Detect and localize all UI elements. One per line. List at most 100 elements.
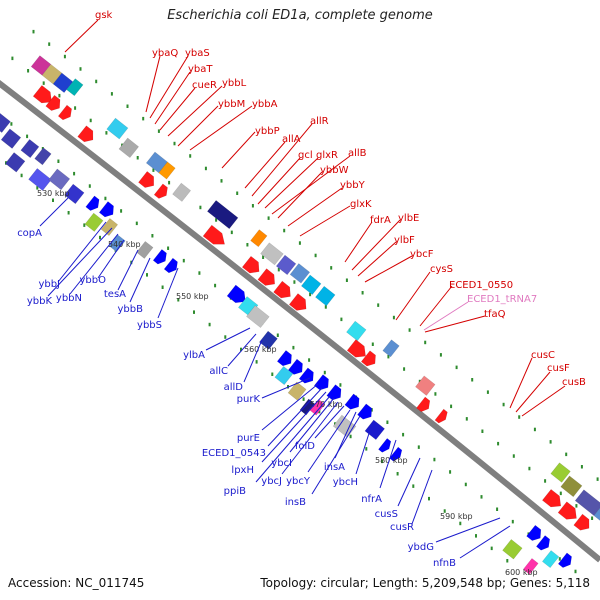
tick-mark xyxy=(417,445,420,449)
gene-arrow xyxy=(288,293,307,311)
tick-mark xyxy=(120,209,123,213)
tick-mark xyxy=(403,367,406,371)
tick-mark xyxy=(408,328,411,332)
gene-label: ylbF xyxy=(394,235,415,246)
tick-mark xyxy=(10,122,13,126)
gene-label: ybbK xyxy=(27,296,53,307)
gene-label: insB xyxy=(285,497,306,508)
gene-block xyxy=(346,320,367,342)
gene-label: ybbJ xyxy=(38,279,60,290)
tick-mark xyxy=(528,466,531,471)
scale-label: 530 kbp xyxy=(37,189,70,198)
scale-label: 590 kbp xyxy=(440,512,473,521)
tick-mark xyxy=(565,452,568,457)
gene-block xyxy=(289,263,311,284)
tick-mark xyxy=(63,54,66,59)
gene-block xyxy=(382,339,400,358)
tick-mark xyxy=(83,223,86,227)
gene-label: ybaS xyxy=(185,48,210,59)
tick-mark xyxy=(512,454,515,458)
gene-arrow xyxy=(98,201,114,218)
tick-mark xyxy=(292,345,295,350)
tick-mark xyxy=(74,106,77,110)
tick-mark xyxy=(99,235,101,240)
genome-backbone xyxy=(0,80,600,563)
gene-label: allB xyxy=(348,148,367,159)
tick-mark xyxy=(57,159,60,163)
gene-label: ECED1_0543 xyxy=(202,448,266,459)
gene-arrow xyxy=(434,408,448,424)
tick-mark xyxy=(220,179,223,183)
tick-rows xyxy=(5,29,599,574)
gene-arrow xyxy=(416,396,431,412)
tick-mark xyxy=(42,81,45,85)
gene-arrow xyxy=(557,552,572,568)
tick-mark xyxy=(544,479,547,483)
gene-block xyxy=(20,138,40,159)
gene-arrow xyxy=(313,374,329,391)
gene-label: ECED1_tRNA7 xyxy=(467,294,537,305)
gene-label: fdrA xyxy=(370,215,391,226)
scale-label: 550 kbp xyxy=(176,292,209,301)
gene-label: ppiB xyxy=(224,486,246,497)
gene-label: cueR xyxy=(192,80,217,91)
tick-mark xyxy=(596,477,599,481)
gene-label: gcl xyxy=(298,150,313,161)
tick-row-inner-2 xyxy=(5,161,509,563)
reverse-gene-labels: copA ybbJ ybbK ybbN ybbO tesA ybbB ybbS … xyxy=(17,197,511,569)
tick-mark xyxy=(20,173,23,178)
gene-arrow xyxy=(241,255,260,274)
gene-block xyxy=(415,375,436,396)
tick-mark xyxy=(251,204,254,208)
gene-label: ybbB xyxy=(118,304,144,315)
gene-block xyxy=(259,330,278,350)
tick-mark xyxy=(199,205,202,210)
gene-block xyxy=(41,63,63,85)
tick-mark xyxy=(167,246,170,250)
tick-mark xyxy=(151,234,154,238)
topology-text: Topology: circular; Length: 5,209,548 bp… xyxy=(260,576,590,590)
tick-mark xyxy=(208,322,211,327)
tick-mark xyxy=(549,440,552,444)
gene-label: nfnB xyxy=(433,558,456,569)
gene-block xyxy=(364,419,385,441)
gene-block xyxy=(502,539,523,560)
tick-mark xyxy=(371,342,374,346)
gene-label: ylbA xyxy=(183,350,205,361)
tick-mark xyxy=(308,358,311,362)
tick-mark xyxy=(32,29,35,34)
tick-mark xyxy=(88,184,91,188)
gene-label: ybcH xyxy=(333,477,358,488)
gene-label: purK xyxy=(237,394,261,405)
gene-block xyxy=(34,147,52,166)
tick-mark xyxy=(161,285,164,289)
scale-labels: 530 kbp 540 kbp 550 kbp 560 kbp 570 kbp … xyxy=(37,189,538,577)
tick-mark xyxy=(486,390,489,394)
tick-mark xyxy=(340,317,343,322)
gene-label: cusR xyxy=(390,522,414,533)
gene-label: ybbO xyxy=(80,275,107,286)
gene-arrow xyxy=(276,350,292,367)
tick-mark xyxy=(173,141,176,146)
tick-mark xyxy=(559,491,562,496)
tick-mark xyxy=(168,180,171,185)
tick-mark xyxy=(177,298,180,302)
scale-label: 600 kbp xyxy=(505,568,538,577)
gene-arrow xyxy=(57,104,72,121)
gene-block xyxy=(66,78,84,97)
gene-label: ybbL xyxy=(222,78,247,89)
gene-arrow xyxy=(360,350,376,367)
tick-mark xyxy=(558,557,561,561)
tick-mark xyxy=(152,168,155,172)
gene-block xyxy=(136,240,154,259)
gene-arrow xyxy=(536,535,551,551)
tick-mark xyxy=(89,118,92,123)
gene-arrow xyxy=(542,488,562,508)
tick-row-outer-1 xyxy=(11,56,594,520)
tick-mark xyxy=(277,267,280,272)
gene-arrow xyxy=(357,403,373,420)
tick-mark xyxy=(370,408,373,412)
tick-mark xyxy=(215,218,218,222)
gene-label: lpxH xyxy=(231,465,254,476)
